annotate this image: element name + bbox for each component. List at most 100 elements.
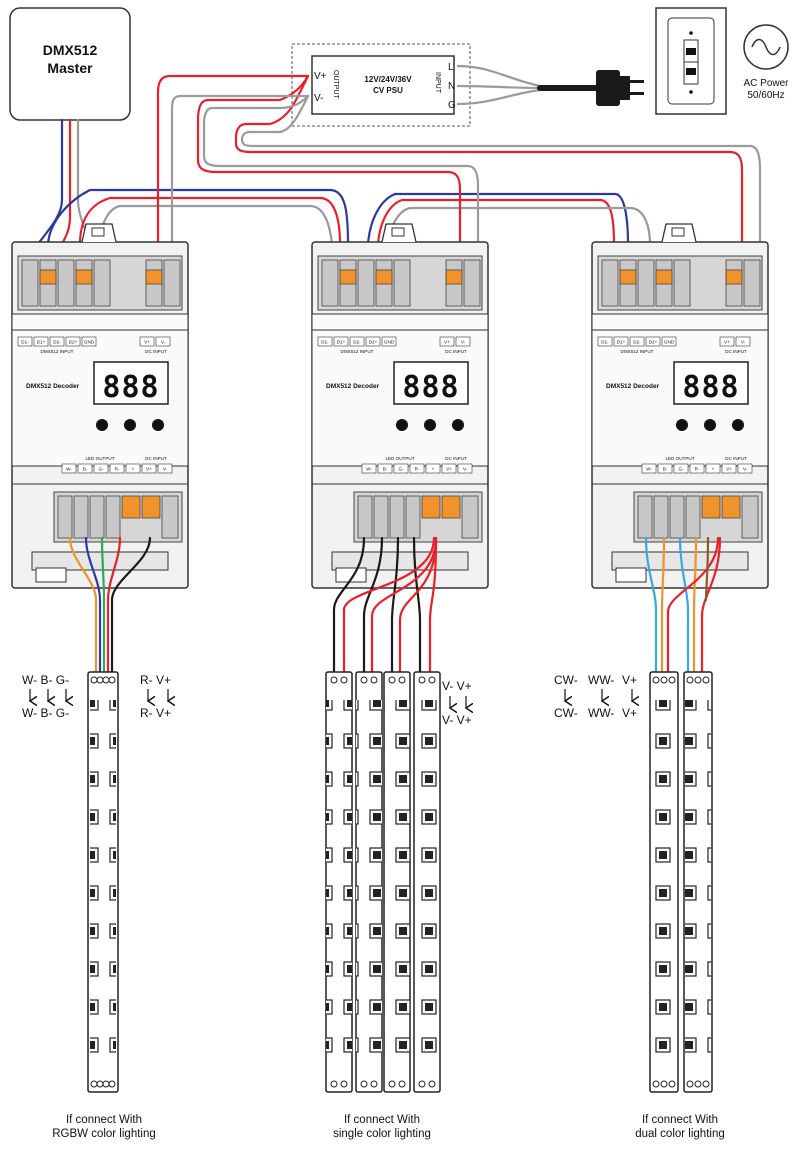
dmx-terminal-label: D2+ bbox=[369, 340, 378, 345]
led-terminal-label: G- bbox=[678, 467, 684, 472]
dmx-master-subtitle: Master bbox=[47, 60, 93, 76]
wall-outlet bbox=[655, 7, 727, 115]
dmx-input-caption: DMX512 INPUT bbox=[621, 349, 654, 354]
decoder-name: DMX512 Decoder bbox=[326, 383, 380, 390]
dual-legend-cw-top: CW- bbox=[554, 673, 578, 687]
dmx-master-title: DMX512 bbox=[43, 42, 98, 58]
dc-terminal-label: V- bbox=[461, 340, 466, 345]
dmx-terminal-label: GND bbox=[84, 340, 95, 345]
caption-single-line2: single color lighting bbox=[333, 1128, 431, 1140]
dual-legend-v-top: V+ bbox=[622, 673, 637, 687]
dc-terminal-label: V+ bbox=[444, 340, 450, 345]
psu-box bbox=[311, 55, 455, 115]
dual-legend-cw-bottom: CW- bbox=[554, 706, 578, 720]
rv-legend-top: R- V+ bbox=[140, 673, 171, 687]
single-legend-bottom: V- V+ bbox=[442, 713, 472, 727]
dc-input-caption: DC INPUT bbox=[145, 349, 167, 354]
decoder-1-labels: D1- D1+ D2- D2+ GND V+ V- DMX512 INPUT D… bbox=[21, 340, 167, 472]
dual-legend-ww-top: WW- bbox=[588, 673, 614, 687]
psu-title: 12V/24V/36V bbox=[364, 75, 412, 84]
dmx-terminal-label: D1+ bbox=[337, 340, 346, 345]
mains-cable bbox=[456, 64, 644, 106]
decoder-1 bbox=[11, 223, 189, 589]
dmx-input-caption: DMX512 INPUT bbox=[41, 349, 74, 354]
decoder-2 bbox=[311, 223, 489, 589]
dmx-terminal-label: D2- bbox=[633, 340, 641, 345]
led-strip-dual-2 bbox=[683, 671, 713, 1093]
led-terminal-label: W- bbox=[646, 467, 652, 472]
decoder-display: 888 bbox=[402, 370, 459, 405]
led-strip-single-3 bbox=[383, 671, 411, 1093]
caption-dual-line1: If connect With bbox=[642, 1114, 718, 1126]
ac-power-label: AC Power bbox=[743, 78, 789, 89]
dc2-input-caption: DC INPUT bbox=[445, 456, 467, 461]
dual-legend-v-bottom: V+ bbox=[622, 706, 637, 720]
led-terminal-label: + bbox=[132, 467, 135, 472]
caption-dual-line2: dual color lighting bbox=[635, 1128, 725, 1140]
dc-input-caption: DC INPUT bbox=[725, 349, 747, 354]
dc-input-caption: DC INPUT bbox=[445, 349, 467, 354]
psu-v-minus: V- bbox=[314, 93, 323, 104]
dc-terminal-label: V- bbox=[741, 340, 746, 345]
dmx-terminal-label: GND bbox=[384, 340, 395, 345]
led-terminal-label: R- bbox=[415, 467, 420, 472]
led-strip-single-1 bbox=[325, 671, 353, 1093]
psu-n: N bbox=[448, 81, 455, 92]
led-strip-rgbw bbox=[87, 671, 119, 1093]
dc2-terminal-label: V+ bbox=[446, 467, 452, 472]
led-strip-single-4 bbox=[413, 671, 441, 1093]
single-legend-top: V- V+ bbox=[442, 679, 472, 693]
dmx-terminal-label: D1- bbox=[21, 340, 29, 345]
decoder-3 bbox=[591, 223, 769, 589]
led-terminal-label: R- bbox=[695, 467, 700, 472]
led-terminal-label: R- bbox=[115, 467, 120, 472]
dmx-terminal-label: GND bbox=[664, 340, 675, 345]
psu-output-label: OUTPUT bbox=[332, 70, 339, 100]
led-terminal-label: W- bbox=[366, 467, 372, 472]
dmx-terminal-label: D1- bbox=[601, 340, 609, 345]
ac-power-freq: 50/60Hz bbox=[747, 90, 784, 101]
led-output-caption: LED OUTPUT bbox=[665, 456, 694, 461]
single-legend: V- V+ V- V+ bbox=[442, 679, 472, 727]
led-output-caption: LED OUTPUT bbox=[385, 456, 414, 461]
led-terminal-label: B- bbox=[83, 467, 88, 472]
decoder-3-labels: D1- D1+ D2- D2+ GND V+ V- DMX512 INPUT D… bbox=[601, 340, 747, 472]
caption-rgbw-line1: If connect With bbox=[66, 1114, 142, 1126]
decoder-name: DMX512 Decoder bbox=[606, 383, 660, 390]
led-strip-single-2 bbox=[355, 671, 383, 1093]
caption-rgbw-line2: RGBW color lighting bbox=[52, 1128, 156, 1140]
rv-legend-bottom: R- V+ bbox=[140, 706, 171, 720]
rgbw-legend: W- B- G- W- B- G- R- V+ R- V+ bbox=[22, 673, 171, 720]
dmx-terminal-label: D2+ bbox=[649, 340, 658, 345]
led-terminal-label: G- bbox=[98, 467, 104, 472]
rgbw-output-wiring bbox=[68, 536, 152, 674]
dmx-terminal-label: D1- bbox=[321, 340, 329, 345]
decoder-name: DMX512 Decoder bbox=[26, 383, 80, 390]
dc2-terminal-label: V- bbox=[163, 467, 168, 472]
led-terminal-label: + bbox=[712, 467, 715, 472]
dmx-wiring bbox=[36, 118, 652, 246]
dc2-terminal-label: V+ bbox=[146, 467, 152, 472]
dc-terminal-label: V+ bbox=[144, 340, 150, 345]
dual-legend-ww-bottom: WW- bbox=[588, 706, 614, 720]
psu-input-label: INPUT bbox=[434, 72, 441, 94]
dc2-terminal-label: V+ bbox=[726, 467, 732, 472]
dc-terminal-label: V+ bbox=[724, 340, 730, 345]
dual-legend: CW- WW- V+ CW- WW- V+ bbox=[554, 673, 637, 720]
psu-g: G bbox=[448, 100, 456, 111]
decoder-display: 888 bbox=[682, 370, 739, 405]
dmx-terminal-label: D2+ bbox=[69, 340, 78, 345]
led-terminal-label: B- bbox=[663, 467, 668, 472]
psu-v-plus: V+ bbox=[314, 71, 327, 82]
psu-l: L bbox=[448, 62, 454, 73]
led-terminal-label: B- bbox=[383, 467, 388, 472]
dc2-terminal-label: V- bbox=[463, 467, 468, 472]
decoder-display: 888 bbox=[102, 370, 159, 405]
dmx-terminal-label: D1+ bbox=[37, 340, 46, 345]
led-terminal-label: G- bbox=[398, 467, 404, 472]
dc-terminal-label: V- bbox=[161, 340, 166, 345]
power-wiring bbox=[156, 74, 762, 246]
decoder-2-labels: D1- D1+ D2- D2+ GND V+ V- DMX512 INPUT D… bbox=[321, 340, 467, 472]
led-terminal-label: W- bbox=[66, 467, 72, 472]
